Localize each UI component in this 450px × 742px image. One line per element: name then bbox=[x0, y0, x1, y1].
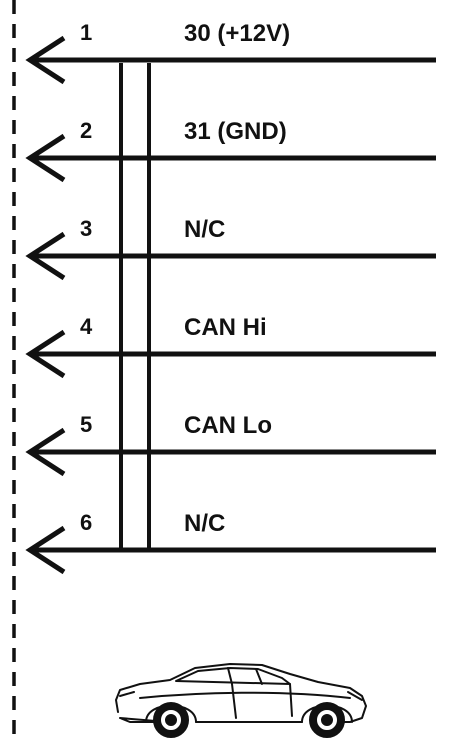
pin-label-4: CAN Hi bbox=[184, 314, 267, 341]
pin-label-5: CAN Lo bbox=[184, 412, 272, 439]
arrow-head-icon bbox=[25, 35, 66, 85]
pin-label-2: 31 (GND) bbox=[184, 118, 287, 145]
pin-number-6: 6 bbox=[80, 510, 93, 535]
pin-wire-6 bbox=[25, 525, 436, 575]
pin-number-5: 5 bbox=[80, 412, 93, 437]
arrow-head-icon bbox=[25, 329, 66, 379]
pin-label-3: N/C bbox=[184, 216, 226, 243]
pin-number-2: 2 bbox=[80, 118, 93, 143]
pin-number-1: 1 bbox=[80, 20, 93, 45]
pin-wire-5 bbox=[25, 427, 436, 477]
arrow-head-icon bbox=[25, 427, 66, 477]
pin-wire-3 bbox=[25, 231, 436, 281]
arrow-head-icon bbox=[25, 231, 66, 281]
pin-wire-2 bbox=[25, 133, 436, 183]
pin-label-6: N/C bbox=[184, 510, 226, 537]
pin-label-1: 30 (+12V) bbox=[184, 20, 291, 47]
pin-wire-4 bbox=[25, 329, 436, 379]
arrow-head-icon bbox=[25, 525, 66, 575]
pin-wire-1 bbox=[25, 35, 436, 85]
pin-number-3: 3 bbox=[80, 216, 93, 241]
arrow-head-icon bbox=[25, 133, 66, 183]
car-icon bbox=[115, 663, 367, 738]
pin-number-4: 4 bbox=[80, 314, 93, 339]
